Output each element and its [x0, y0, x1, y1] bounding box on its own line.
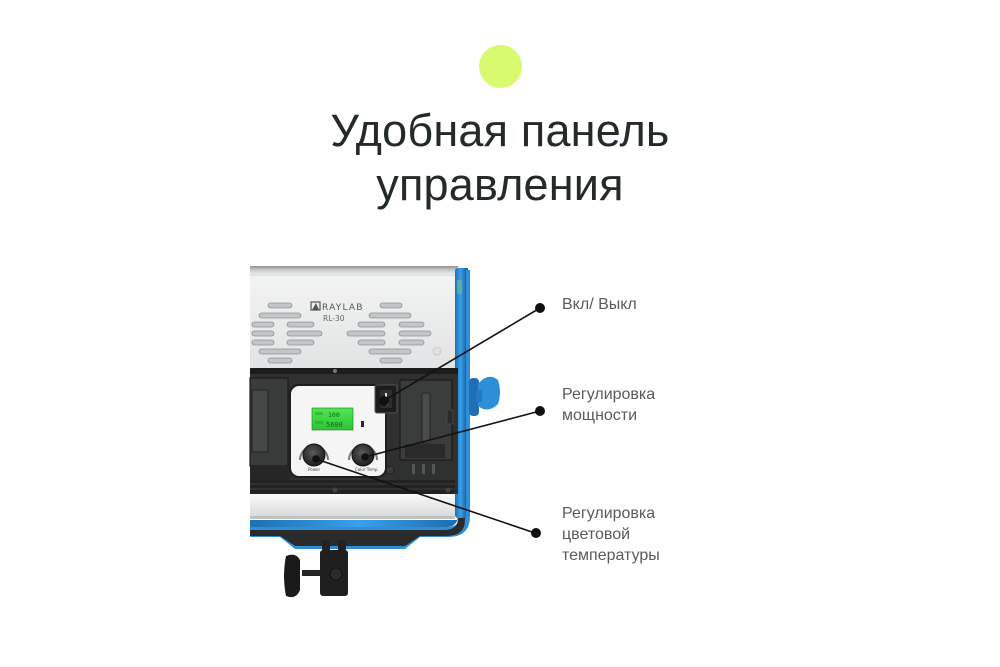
vent-slots-left: [251, 302, 323, 364]
battery-plate-right: [385, 379, 454, 475]
top-rail: [250, 266, 458, 274]
callout-power-control: Регулировка мощности: [562, 384, 655, 426]
svg-text:Power: Power: [308, 467, 320, 472]
callout-label-line: мощности: [562, 407, 638, 424]
control-panel: 100 5600 Power Color Temp.: [289, 384, 387, 478]
lcd-display: 100 5600: [311, 407, 364, 431]
callout-label-line: Регулировка: [562, 505, 656, 522]
callout-label-line: цветовой: [562, 526, 631, 543]
svg-text:RL-30: RL-30: [323, 314, 345, 323]
callout-label-line: температуры: [562, 547, 660, 564]
callout-label-line: Регулировка: [562, 386, 656, 403]
battery-plate-left: [249, 377, 290, 480]
accent-dot: [479, 45, 522, 88]
svg-text:100: 100: [328, 411, 340, 419]
title-line-2: управления: [376, 159, 624, 210]
page-title: Удобная панель управления: [0, 104, 1000, 212]
title-line-1: Удобная панель: [330, 105, 670, 156]
brand-logo: RAYLAB RL-30: [310, 301, 364, 323]
vent-slots-right: [346, 302, 432, 364]
callout-lines: [312, 302, 545, 538]
svg-text:RAYLAB: RAYLAB: [322, 303, 364, 313]
callout-color-temperature: Регулировка цветовой температуры: [562, 503, 660, 566]
lower-rail: [250, 494, 455, 518]
side-lock-knob[interactable]: [469, 376, 500, 416]
svg-text:Color Temp.: Color Temp.: [355, 467, 379, 472]
svg-text:5600: 5600: [326, 421, 343, 429]
mount-adapter: [284, 540, 348, 598]
callout-power-switch: Вкл/ Выкл: [562, 294, 637, 315]
callout-label-line: Вкл/ Выкл: [562, 296, 637, 313]
